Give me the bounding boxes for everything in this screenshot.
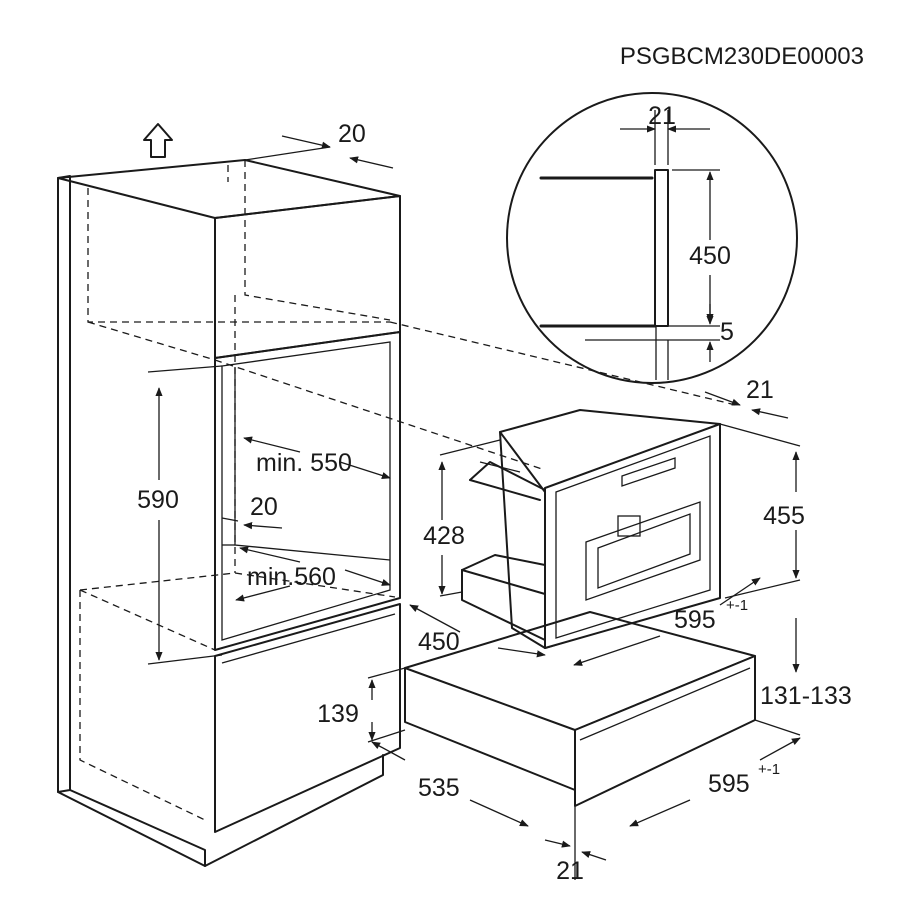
coffee-machine: 428 450 455 21 595 +-1 131-133 — [409, 376, 852, 710]
detail-panel-height: 450 — [689, 242, 731, 270]
detail-gap: 5 — [720, 318, 734, 346]
dim-niche-depth: min.560 — [247, 563, 336, 591]
tall-cabinet: 20 — [57, 120, 741, 867]
dim-drawer-width: 595 — [708, 770, 750, 798]
dim-drawer-width-tol: +-1 — [758, 761, 780, 778]
dim-drawer-front-thickness: 21 — [556, 857, 584, 885]
dim-machine-depth: 450 — [418, 628, 460, 656]
detail-panel-thickness: 21 — [648, 102, 676, 130]
dim-niche-width: min. 550 — [256, 449, 352, 477]
warming-drawer: 139 535 595 +-1 21 — [317, 611, 801, 885]
dim-niche-height: 590 — [137, 486, 179, 514]
dim-drawer-depth: 535 — [418, 774, 460, 802]
dim-machine-width-tol: +-1 — [726, 597, 748, 614]
niche-dimensions: 590 min. 550 20 min.560 — [137, 365, 391, 665]
dim-top-gap: 20 — [338, 120, 366, 148]
up-arrow-icon — [143, 123, 173, 158]
dim-machine-height: 428 — [423, 522, 465, 550]
drawing-code: PSGBCM230DE00003 — [620, 43, 864, 70]
dim-machine-width: 595 — [674, 606, 716, 634]
detail-circle: 21 450 5 — [506, 92, 798, 384]
dim-front-thickness: 21 — [746, 376, 774, 404]
dim-drawer-gap: 131-133 — [760, 682, 852, 710]
dim-machine-front-height: 455 — [763, 502, 805, 530]
dim-side-gap: 20 — [250, 493, 278, 521]
dim-drawer-height: 139 — [317, 700, 359, 728]
